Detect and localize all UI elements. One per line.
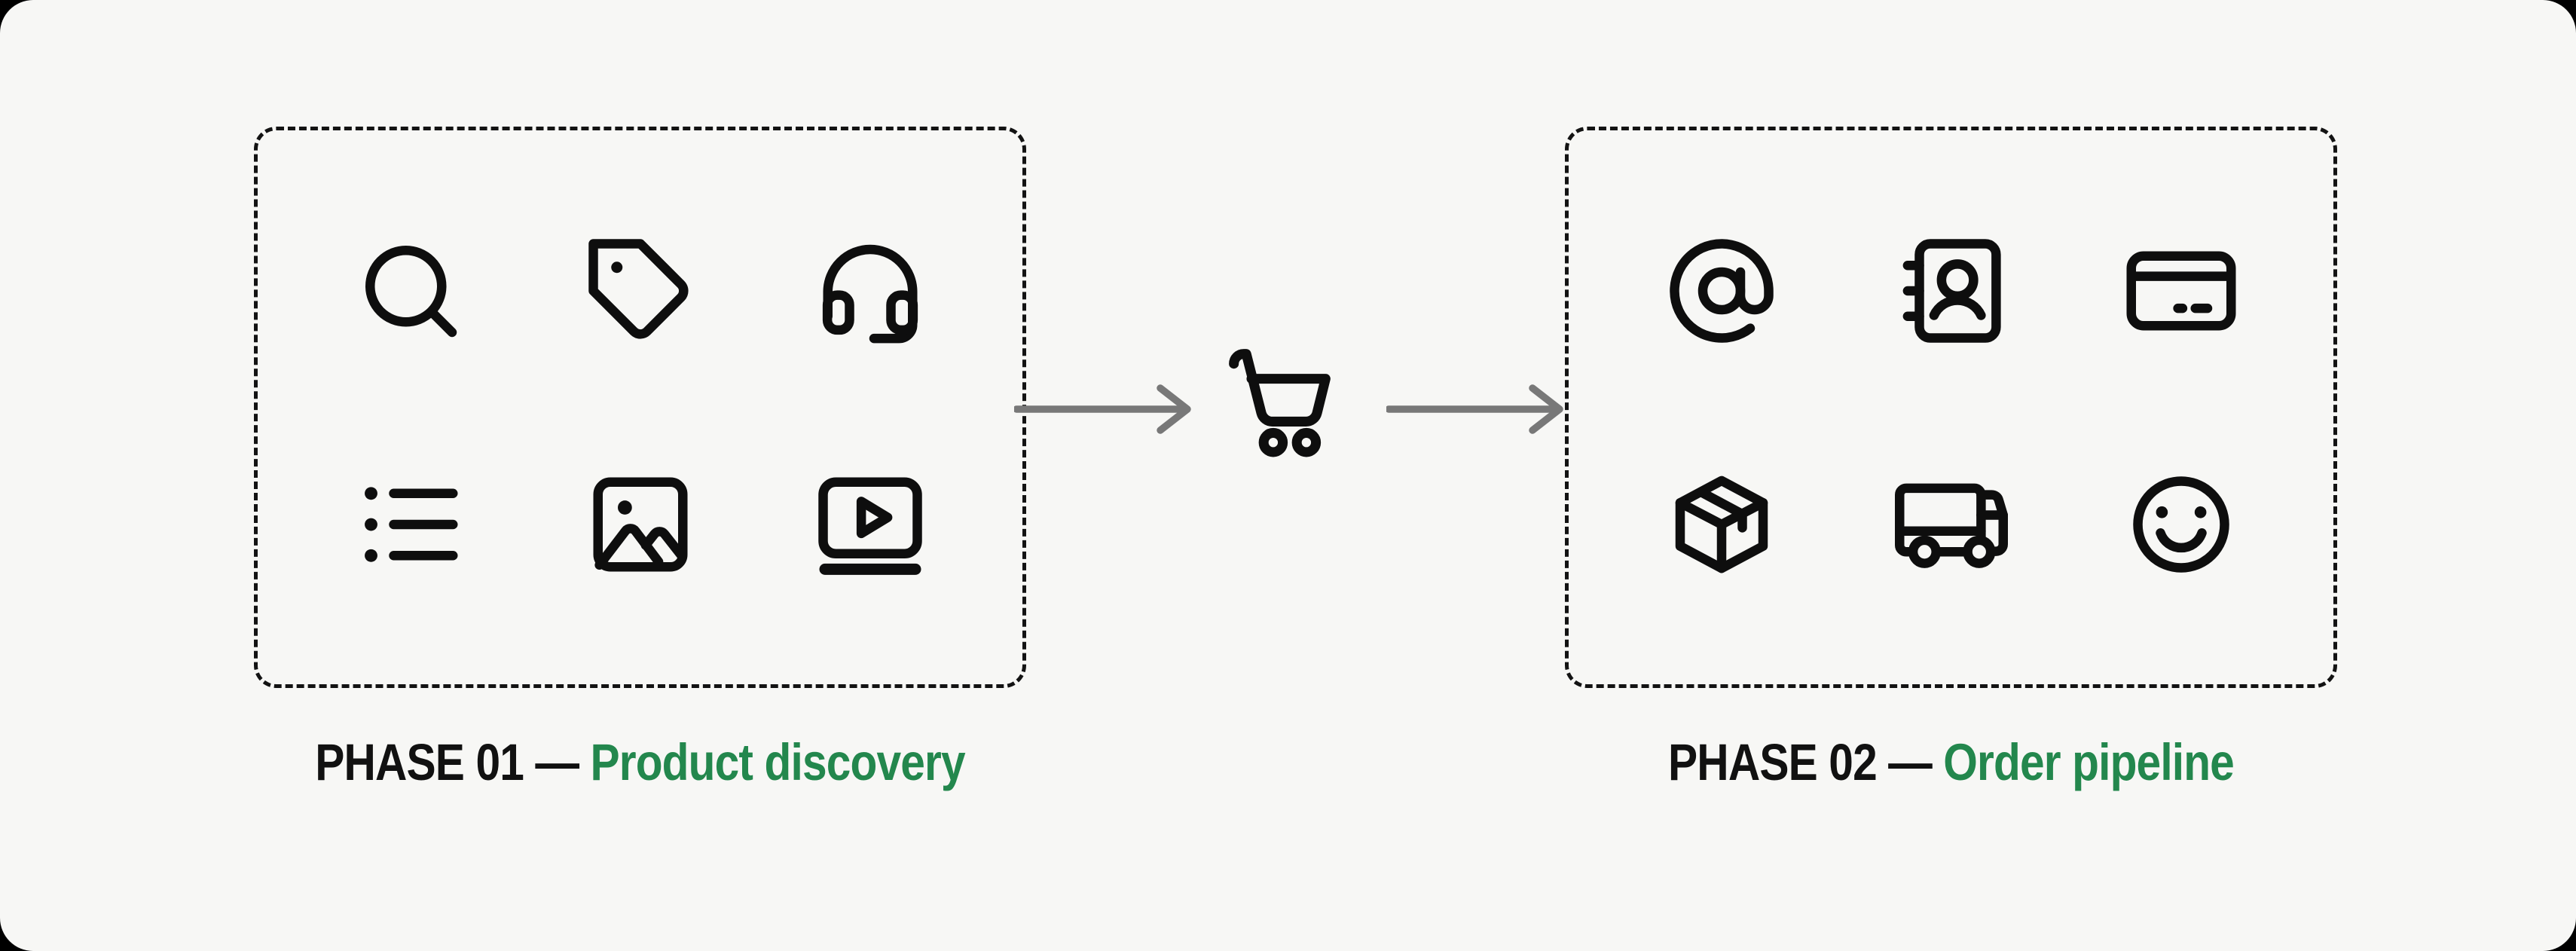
phase1-icon-grid: [258, 130, 1022, 684]
list-icon: [364, 486, 457, 562]
shopping-cart-icon: [1229, 349, 1331, 457]
phase2-label-dash: —: [1888, 733, 1933, 791]
phase2-label-title: Order pipeline: [1943, 733, 2235, 791]
phase1-label-prefix: PHASE 01: [315, 733, 524, 791]
phase2-label-prefix: PHASE 02: [1668, 733, 1878, 791]
phase2-icon-grid: [1569, 130, 2333, 684]
phase1-label-dash: —: [535, 733, 579, 791]
contact-book-icon: [1902, 238, 2001, 343]
arrow-right-icon: [1014, 384, 1191, 434]
phase1-label-title: Product discovery: [590, 733, 965, 791]
search-icon: [365, 245, 457, 337]
image-icon: [593, 477, 687, 571]
credit-card-icon: [2125, 250, 2236, 331]
headset-icon: [822, 244, 918, 343]
phase2-box: [1565, 127, 2337, 688]
video-player-icon: [817, 477, 922, 575]
phase2-label: PHASE 02 — Order pipeline: [1623, 732, 2279, 793]
package-icon: [1675, 476, 1768, 573]
tag-icon: [588, 238, 688, 338]
phase1-box: [254, 127, 1026, 688]
smiley-face-icon: [2132, 476, 2229, 573]
at-sign-icon: [1669, 238, 1774, 343]
delivery-truck-icon: [1894, 483, 2008, 568]
phase1-label: PHASE 01 — Product discovery: [312, 732, 968, 793]
arrow-right-icon: [1386, 384, 1563, 434]
shopping-cart-wrap: [1218, 338, 1343, 463]
